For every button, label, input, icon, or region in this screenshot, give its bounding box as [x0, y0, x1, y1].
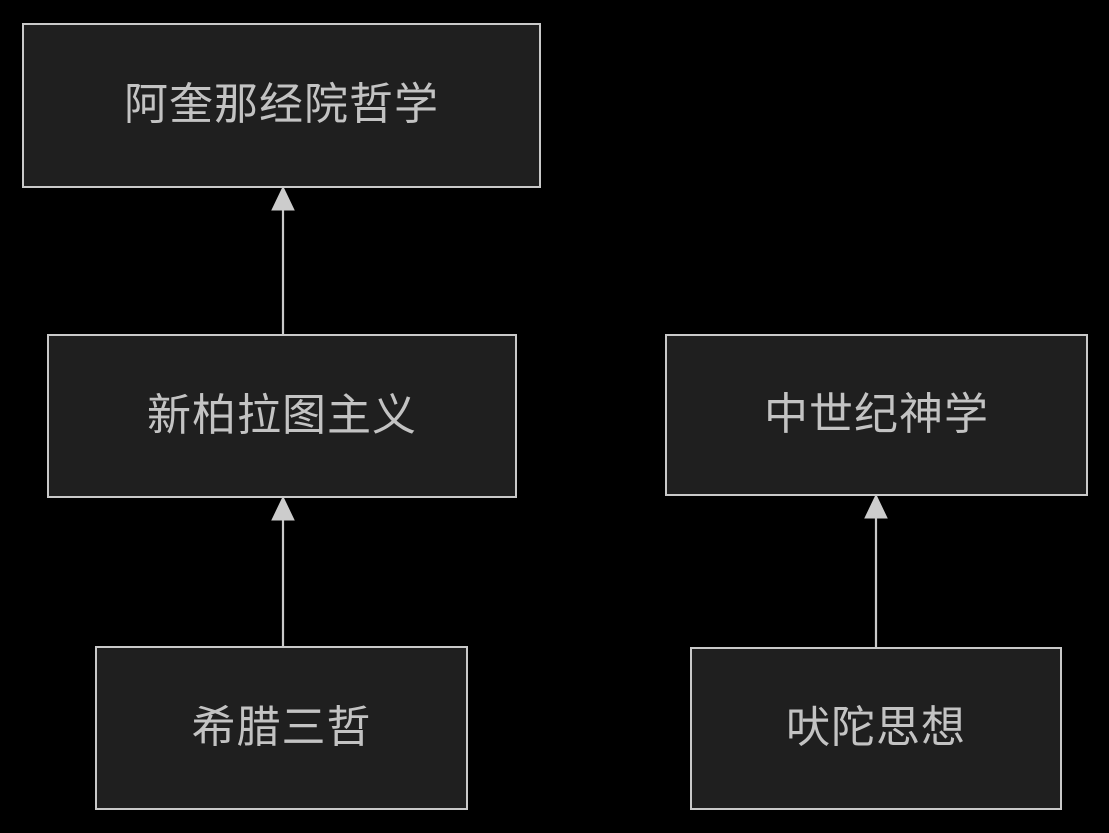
node-neoplatonism[interactable]: 新柏拉图主义 — [47, 334, 517, 498]
arrow-up-icon — [864, 493, 888, 519]
node-label: 新柏拉图主义 — [147, 390, 417, 440]
node-label: 中世纪神学 — [764, 389, 989, 439]
node-greek-three-philosophers[interactable]: 希腊三哲 — [95, 646, 468, 810]
node-medieval-theology[interactable]: 中世纪神学 — [665, 334, 1088, 496]
edge-greek-to-neoplatonism — [271, 495, 295, 648]
node-label: 希腊三哲 — [191, 702, 372, 752]
edge-vedic-to-theology — [864, 493, 888, 649]
node-vedic-thought[interactable]: 吠陀思想 — [690, 647, 1062, 810]
arrow-up-icon — [271, 495, 295, 521]
node-label: 吠陀思想 — [786, 703, 966, 753]
edge-neoplatonism-to-aquinas — [271, 185, 295, 336]
node-label: 阿奎那经院哲学 — [124, 80, 439, 130]
arrow-up-icon — [271, 185, 295, 211]
node-aquinas[interactable]: 阿奎那经院哲学 — [22, 23, 541, 188]
